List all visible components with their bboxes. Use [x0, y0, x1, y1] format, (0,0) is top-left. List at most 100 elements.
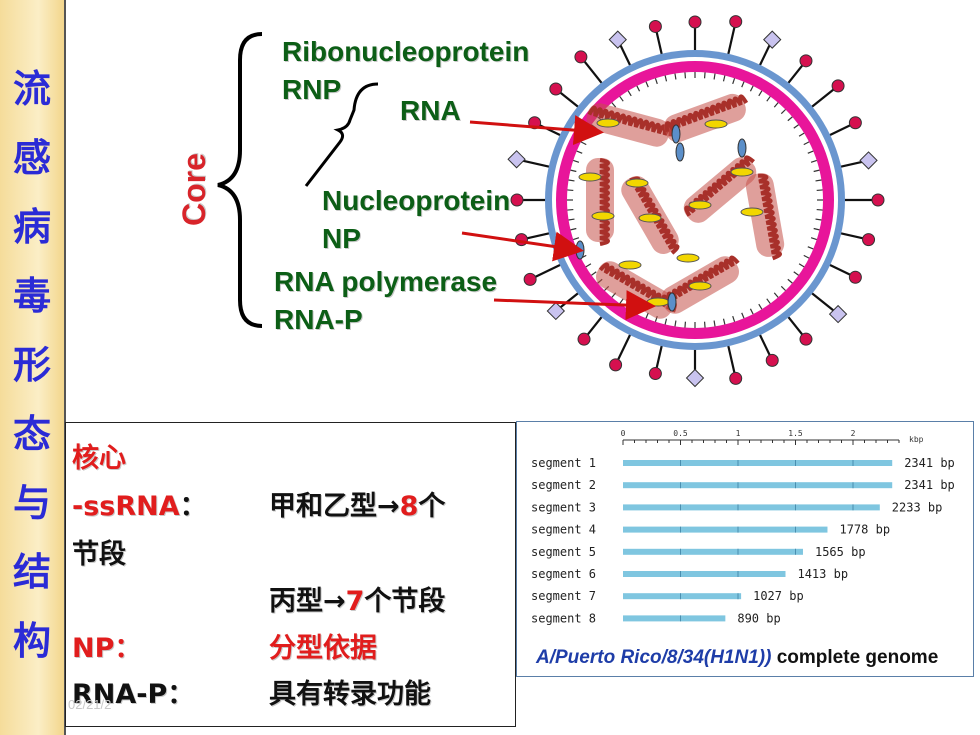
segment-name: segment 4	[531, 523, 596, 537]
segment-length-label: 1413 bp	[797, 567, 848, 581]
scale-unit-label: kbp	[909, 435, 924, 444]
polymerase-oval	[704, 119, 728, 129]
hemagglutinin-head	[799, 54, 813, 68]
title-char-5: 形	[12, 343, 51, 387]
hemagglutinin-head	[848, 116, 862, 130]
neuraminidase-head	[546, 301, 566, 321]
rna-arrow	[469, 115, 604, 146]
np-oval	[675, 142, 685, 162]
neuraminidase-head	[859, 151, 878, 170]
segment-length-label: 2341 bp	[904, 456, 955, 470]
segment-name: segment 6	[531, 567, 596, 581]
np-oval	[667, 292, 677, 312]
title-char-1: 流	[12, 67, 51, 111]
segment-bar	[623, 460, 893, 466]
title-char-8: 结	[12, 550, 51, 594]
title-char-3: 病	[12, 205, 51, 249]
scale-tick-label: 1	[736, 429, 741, 438]
rnap-arrow	[493, 290, 656, 321]
segment-bar	[623, 593, 742, 600]
rnp-coil	[664, 93, 749, 143]
hemagglutinin-head	[648, 367, 662, 381]
page-number: 02/21/2	[68, 697, 112, 712]
core-brace	[217, 32, 263, 328]
title-char-7: 与	[12, 481, 51, 525]
hemagglutinin-head	[510, 193, 524, 207]
segment-length-label: 890 bp	[737, 611, 780, 625]
hemagglutinin-head	[688, 15, 702, 29]
rna-p-label: RNA-P	[274, 304, 363, 335]
polymerase-oval	[618, 260, 642, 270]
np-info-label: NP：	[72, 633, 142, 664]
rna-label: RNA	[400, 95, 461, 126]
surface-spikes	[507, 15, 885, 388]
np-label: NP	[322, 223, 361, 254]
polymerase-oval	[688, 281, 712, 291]
rnap-info-label: RNA-P：	[72, 679, 195, 710]
segment-bar	[623, 526, 828, 533]
segment-name: segment 8	[531, 611, 596, 625]
hemagglutinin-head	[549, 82, 563, 96]
core-info-box: 核心 -ssRNA： 甲和乙型→8个 节段 丙型→7个节段 NP： 分型依据 R…	[65, 422, 516, 727]
segment-bar	[623, 571, 786, 577]
scale-tick-label: 0.5	[673, 429, 688, 438]
title-char-4: 毒	[12, 274, 51, 318]
ribonucleoprotein-label: Ribonucleoprotein	[282, 36, 530, 67]
segment-length-label: 2233 bp	[892, 500, 943, 514]
np-oval	[671, 124, 681, 144]
sidebar-title: 流感病毒形态与结构	[0, 0, 66, 735]
neuraminidase-head	[608, 30, 627, 49]
hemagglutinin-head	[765, 353, 779, 367]
hemagglutinin-head	[609, 358, 623, 372]
neuraminidase-head	[507, 150, 526, 169]
info-heading: 核心	[72, 443, 126, 474]
segment-length-label: 1027 bp	[753, 589, 804, 603]
genome-segment-chart: 0 0.5 1 1.5 2 kbp segment 1 2341 bp segment 2 234…	[516, 421, 974, 677]
polymerase-oval	[676, 253, 700, 263]
title-char-6: 态	[12, 412, 51, 456]
neuraminidase-head	[828, 304, 848, 324]
rnp-label: RNP	[282, 74, 342, 105]
segment-length-label: 2341 bp	[904, 478, 955, 492]
rnap-info-text: 具有转录功能	[269, 679, 431, 710]
segment-name: segment 2	[531, 478, 596, 492]
rnp-coil	[586, 103, 673, 147]
core-label: Core	[176, 153, 212, 226]
hemagglutinin-head	[729, 15, 743, 29]
rnp-coil	[745, 173, 785, 261]
polymerase-oval	[638, 213, 662, 223]
hemagglutinin-head	[799, 332, 813, 346]
polymerase-oval	[730, 167, 754, 177]
segment-bar	[623, 615, 726, 622]
hemagglutinin-head	[574, 50, 588, 64]
hemagglutinin-head	[831, 79, 845, 93]
segment-length-label: 1565 bp	[815, 545, 866, 559]
hemagglutinin-head	[523, 272, 537, 286]
np-info-text: 分型依据	[269, 633, 377, 664]
segment-name: segment 1	[531, 456, 596, 470]
genome-caption: A/Puerto Rico/8/34(H1N1)) complete genom…	[536, 647, 939, 668]
segment-name: segment 3	[531, 500, 596, 514]
polymerase-oval	[578, 172, 602, 182]
ssrna-label: -ssRNA：	[72, 491, 207, 522]
segment-name: segment 5	[531, 545, 596, 559]
neuraminidase-head	[685, 368, 705, 388]
virus-diagram	[217, 15, 885, 388]
type-c-text: 丙型→7个节段	[269, 586, 446, 617]
hemagglutinin-head	[871, 193, 885, 207]
scale-tick-label: 2	[851, 429, 856, 438]
title-char-2: 感	[12, 136, 51, 180]
rna-polymerase-label: RNA polymerase	[274, 266, 498, 297]
scale-tick-label: 1.5	[788, 429, 803, 438]
segment-length-label: 1778 bp	[839, 523, 890, 537]
neuraminidase-head	[763, 30, 782, 49]
segment-bar	[623, 548, 803, 555]
segment-bar	[623, 482, 893, 489]
scale-tick-label: 0	[621, 429, 626, 438]
hemagglutinin-head	[577, 332, 591, 346]
segment-name: segment 7	[531, 589, 596, 603]
segment-bar	[623, 504, 880, 511]
segments-word: 节段	[72, 539, 126, 570]
rnp-coil	[586, 158, 614, 246]
polymerase-oval	[646, 297, 670, 307]
